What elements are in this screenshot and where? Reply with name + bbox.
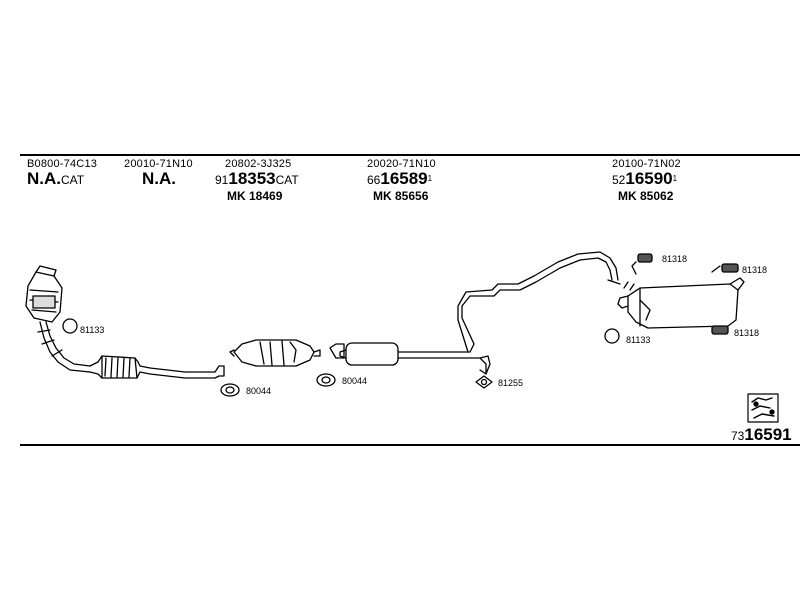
part-superscript: 1: [672, 174, 678, 183]
center-muffler-drawing: [329, 251, 621, 375]
column-center-muffler: 20020-71N10 66165891 MK 85656: [367, 158, 436, 203]
part-code: 20100-71N02: [612, 158, 681, 170]
hanger-81318-c-drawing: [711, 325, 729, 335]
part-code: 20010-71N10: [124, 158, 193, 170]
part-suffix: CAT: [275, 173, 299, 187]
ring-81133-right-drawing: [604, 328, 620, 344]
part-number-main: 18353: [228, 169, 276, 188]
part-label-81133-left: 81133: [80, 325, 104, 335]
catalytic-converter-drawing: [229, 339, 321, 367]
bottom-rule: [20, 444, 800, 446]
type-suffix: CAT: [61, 173, 85, 187]
part-number: 9118353CAT: [215, 170, 299, 189]
column-catalytic-front: B0800-74C13 N.A.CAT: [27, 158, 97, 189]
part-label-81318-a: 81318: [662, 254, 687, 264]
mk-number: MK 18469: [227, 189, 283, 203]
part-number-main: 16589: [380, 169, 428, 188]
part-label-81318-c: 81318: [734, 328, 759, 338]
gasket-80044-b-drawing: [316, 373, 336, 387]
part-label-80044-a: 80044: [246, 386, 271, 396]
rear-muffler-drawing: [617, 261, 745, 329]
part-prefix: 52: [612, 173, 626, 187]
top-rule: [20, 154, 800, 156]
mk-number: MK 85062: [618, 189, 674, 203]
kit-logo-icon: [747, 393, 779, 423]
availability-label: N.A.CAT: [27, 170, 97, 189]
part-label-81318-b: 81318: [742, 265, 767, 275]
column-catalytic-converter: 20802-3J325 9118353CAT MK 18469: [215, 158, 299, 203]
gasket-81255-drawing: [475, 375, 493, 389]
part-prefix: 66: [367, 173, 381, 187]
column-rear-muffler: 20100-71N02 52165901 MK 85062: [612, 158, 681, 203]
kit-number: 7316591: [731, 426, 792, 445]
kit-number-main: 16591: [744, 425, 792, 444]
part-number: 66165891: [367, 170, 436, 189]
part-number-main: 16590: [625, 169, 673, 188]
gasket-80044-a-drawing: [220, 383, 240, 397]
part-prefix: 91: [215, 173, 229, 187]
part-code: B0800-74C13: [27, 158, 98, 170]
kit-prefix: 73: [731, 429, 745, 443]
part-code: 20020-71N10: [367, 158, 436, 170]
part-number: 52165901: [612, 170, 681, 189]
part-label-80044-b: 80044: [342, 376, 367, 386]
column-front-pipe: 20010-71N10 N.A.: [124, 158, 193, 188]
hanger-81318-b-drawing: [711, 263, 739, 273]
availability-text: N.A.: [142, 169, 176, 188]
part-code: 20802-3J325: [225, 158, 292, 170]
part-superscript: 1: [427, 174, 433, 183]
availability-label: N.A.: [124, 170, 193, 188]
part-label-81255: 81255: [498, 378, 523, 388]
availability-text: N.A.: [27, 169, 61, 188]
mk-number: MK 85656: [373, 189, 429, 203]
ring-81133-left-drawing: [62, 318, 78, 334]
hanger-81318-a-drawing: [637, 253, 653, 263]
part-label-81133-right: 81133: [626, 335, 650, 345]
front-catalytic-drawing: [25, 265, 91, 373]
front-pipe-drawing: [89, 355, 225, 379]
